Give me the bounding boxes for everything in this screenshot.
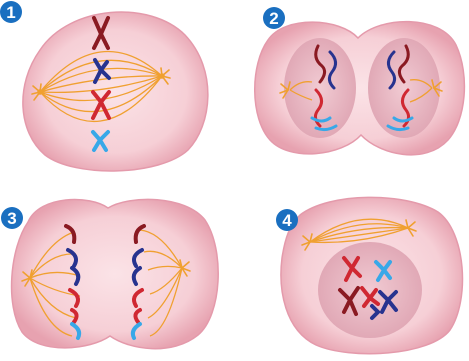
panel-1: 1 [0,1,208,171]
nucleus-right [368,38,440,138]
panel-number-badge: 1 [0,1,22,23]
panel-2: 2 [255,7,465,155]
panel-number-4: 4 [282,211,292,230]
panel-number-badge: 3 [1,207,23,229]
nucleus-left [284,38,356,138]
panel-number-badge: 2 [263,7,285,29]
panel-number-3: 3 [7,209,16,228]
panel-number-1: 1 [6,3,15,22]
panel-number-2: 2 [269,9,278,28]
panel-4: 4 [276,197,463,353]
nucleus [318,242,422,338]
panel-number-badge: 4 [276,209,298,231]
panel-3: 3 [1,199,218,348]
cell-membrane [23,12,208,171]
